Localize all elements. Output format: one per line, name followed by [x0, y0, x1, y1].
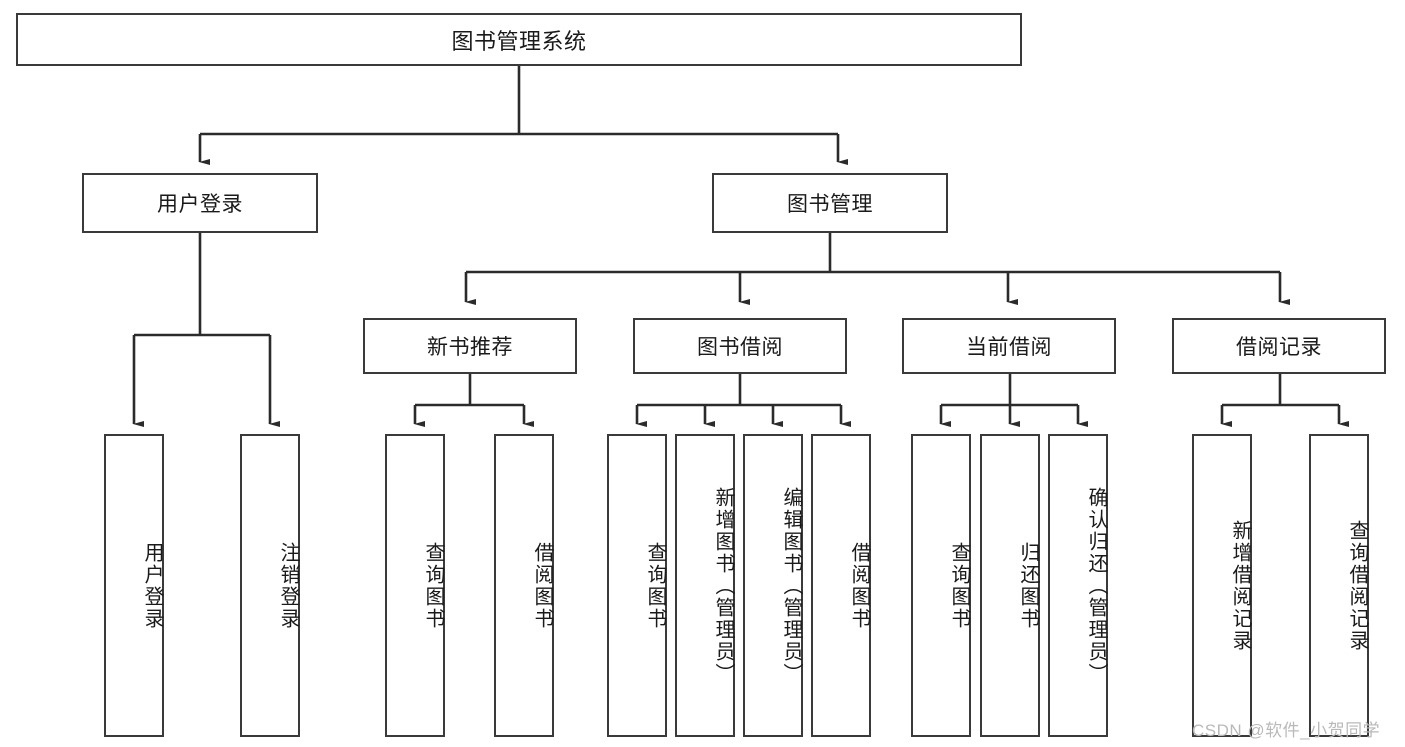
- node-leaf-add-book[interactable]: 新增图书（管理员）: [675, 434, 735, 737]
- node-leaf-add-record[interactable]: 新增借阅记录: [1192, 434, 1252, 737]
- node-leaf-user-login[interactable]: 用户登录: [104, 434, 164, 737]
- node-leaf-confirm-return[interactable]: 确认归还（管理员）: [1048, 434, 1108, 737]
- node-current-borrow-label: 当前借阅: [966, 336, 1052, 359]
- node-new-book-recommend-label: 新书推荐: [427, 336, 513, 359]
- node-leaf-user-logout-label: 注销登录: [277, 541, 299, 630]
- node-leaf-borrow-book-1-label: 借阅图书: [531, 541, 553, 630]
- node-user-login[interactable]: 用户登录: [82, 173, 318, 233]
- watermark: CSDN @软件_小贺同学: [1192, 721, 1381, 740]
- node-leaf-borrow-book-2[interactable]: 借阅图书: [811, 434, 871, 737]
- node-book-management[interactable]: 图书管理: [712, 173, 948, 233]
- node-borrow-record[interactable]: 借阅记录: [1172, 318, 1386, 374]
- node-book-management-label: 图书管理: [787, 193, 873, 216]
- node-leaf-query-book-3[interactable]: 查询图书: [911, 434, 971, 737]
- node-leaf-add-book-label: 新增图书（管理员）: [712, 486, 734, 685]
- node-leaf-borrow-book-1[interactable]: 借阅图书: [494, 434, 554, 737]
- node-leaf-borrow-book-2-label: 借阅图书: [848, 541, 870, 630]
- node-book-borrow-label: 图书借阅: [697, 336, 783, 359]
- node-new-book-recommend[interactable]: 新书推荐: [363, 318, 577, 374]
- node-leaf-confirm-return-label: 确认归还（管理员）: [1085, 486, 1107, 685]
- node-current-borrow[interactable]: 当前借阅: [902, 318, 1116, 374]
- node-leaf-edit-book[interactable]: 编辑图书（管理员）: [743, 434, 803, 737]
- node-root[interactable]: 图书管理系统: [16, 13, 1022, 66]
- node-borrow-record-label: 借阅记录: [1236, 336, 1322, 359]
- node-leaf-query-book-2-label: 查询图书: [644, 541, 666, 630]
- node-leaf-query-book-2[interactable]: 查询图书: [607, 434, 667, 737]
- node-leaf-query-book-3-label: 查询图书: [948, 541, 970, 630]
- node-leaf-user-login-label: 用户登录: [141, 541, 163, 630]
- node-book-borrow[interactable]: 图书借阅: [633, 318, 847, 374]
- node-leaf-query-book-1-label: 查询图书: [422, 541, 444, 630]
- node-leaf-user-logout[interactable]: 注销登录: [240, 434, 300, 737]
- node-leaf-query-record[interactable]: 查询借阅记录: [1309, 434, 1369, 737]
- node-leaf-return-book-label: 归还图书: [1017, 541, 1039, 630]
- node-user-login-label: 用户登录: [157, 193, 243, 216]
- node-leaf-edit-book-label: 编辑图书（管理员）: [780, 486, 802, 685]
- node-leaf-add-record-label: 新增借阅记录: [1229, 519, 1251, 652]
- node-leaf-query-book-1[interactable]: 查询图书: [385, 434, 445, 737]
- node-root-label: 图书管理系统: [451, 28, 587, 54]
- node-leaf-query-record-label: 查询借阅记录: [1346, 519, 1368, 652]
- node-leaf-return-book[interactable]: 归还图书: [980, 434, 1040, 737]
